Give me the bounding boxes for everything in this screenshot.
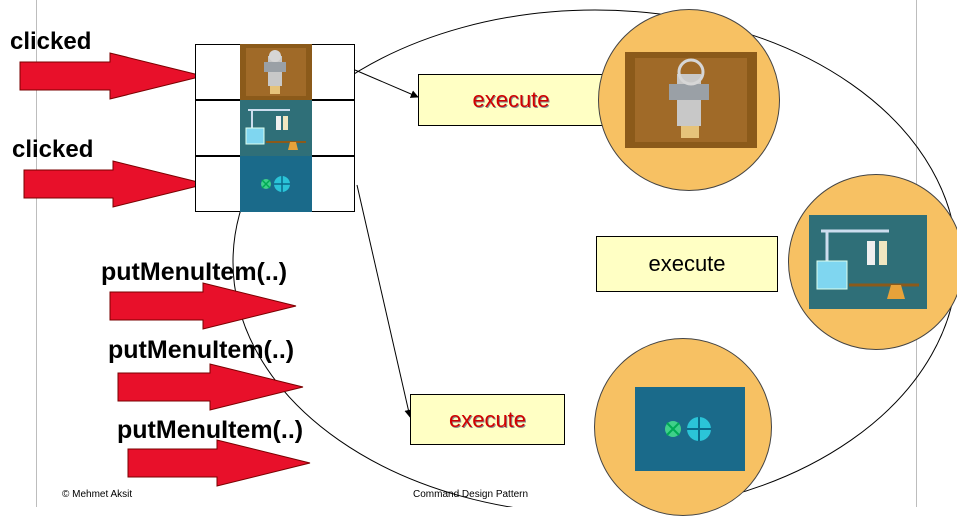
menu-item-3[interactable] — [195, 156, 355, 212]
invoker-ellipse — [232, 9, 957, 507]
put-menu-item-label-1: putMenuItem(..) — [101, 258, 288, 286]
put-arrow-3 — [127, 439, 311, 487]
clicked-label-2: clicked — [12, 136, 94, 163]
arrow-to-execute-3 — [356, 184, 413, 418]
command-circle-2 — [788, 174, 957, 350]
put-arrow-1 — [109, 282, 297, 330]
put-menu-item-label-3: putMenuItem(..) — [117, 416, 304, 444]
menu-item-1[interactable] — [195, 44, 355, 100]
put-menu-item-label-2: putMenuItem(..) — [108, 336, 295, 364]
menu-item-2[interactable] — [195, 100, 355, 156]
clicked-arrow-1 — [19, 52, 204, 100]
robot-machine-icon — [625, 52, 757, 153]
gear-symbols-icon — [240, 156, 312, 212]
lab-apparatus-icon — [240, 100, 312, 156]
left-border-line — [36, 0, 37, 507]
lab-apparatus-icon — [809, 215, 927, 314]
command-circle-3 — [594, 338, 772, 516]
red-arrows — [19, 52, 311, 487]
footer-author: © Mehmet Aksit — [62, 489, 133, 500]
arrow-to-execute-1 — [354, 69, 419, 98]
put-arrow-2 — [117, 363, 304, 411]
clicked-arrow-2 — [23, 160, 207, 208]
execute-box-2: execute — [596, 236, 778, 292]
gear-symbols-icon — [635, 387, 745, 476]
execute-box-3: execute — [410, 394, 565, 445]
robot-machine-icon — [240, 44, 312, 100]
clicked-label-1: clicked — [10, 28, 92, 55]
command-circle-1 — [598, 9, 780, 191]
footer-title: Command Design Pattern — [413, 489, 529, 500]
execute-box-1: execute — [418, 74, 604, 126]
